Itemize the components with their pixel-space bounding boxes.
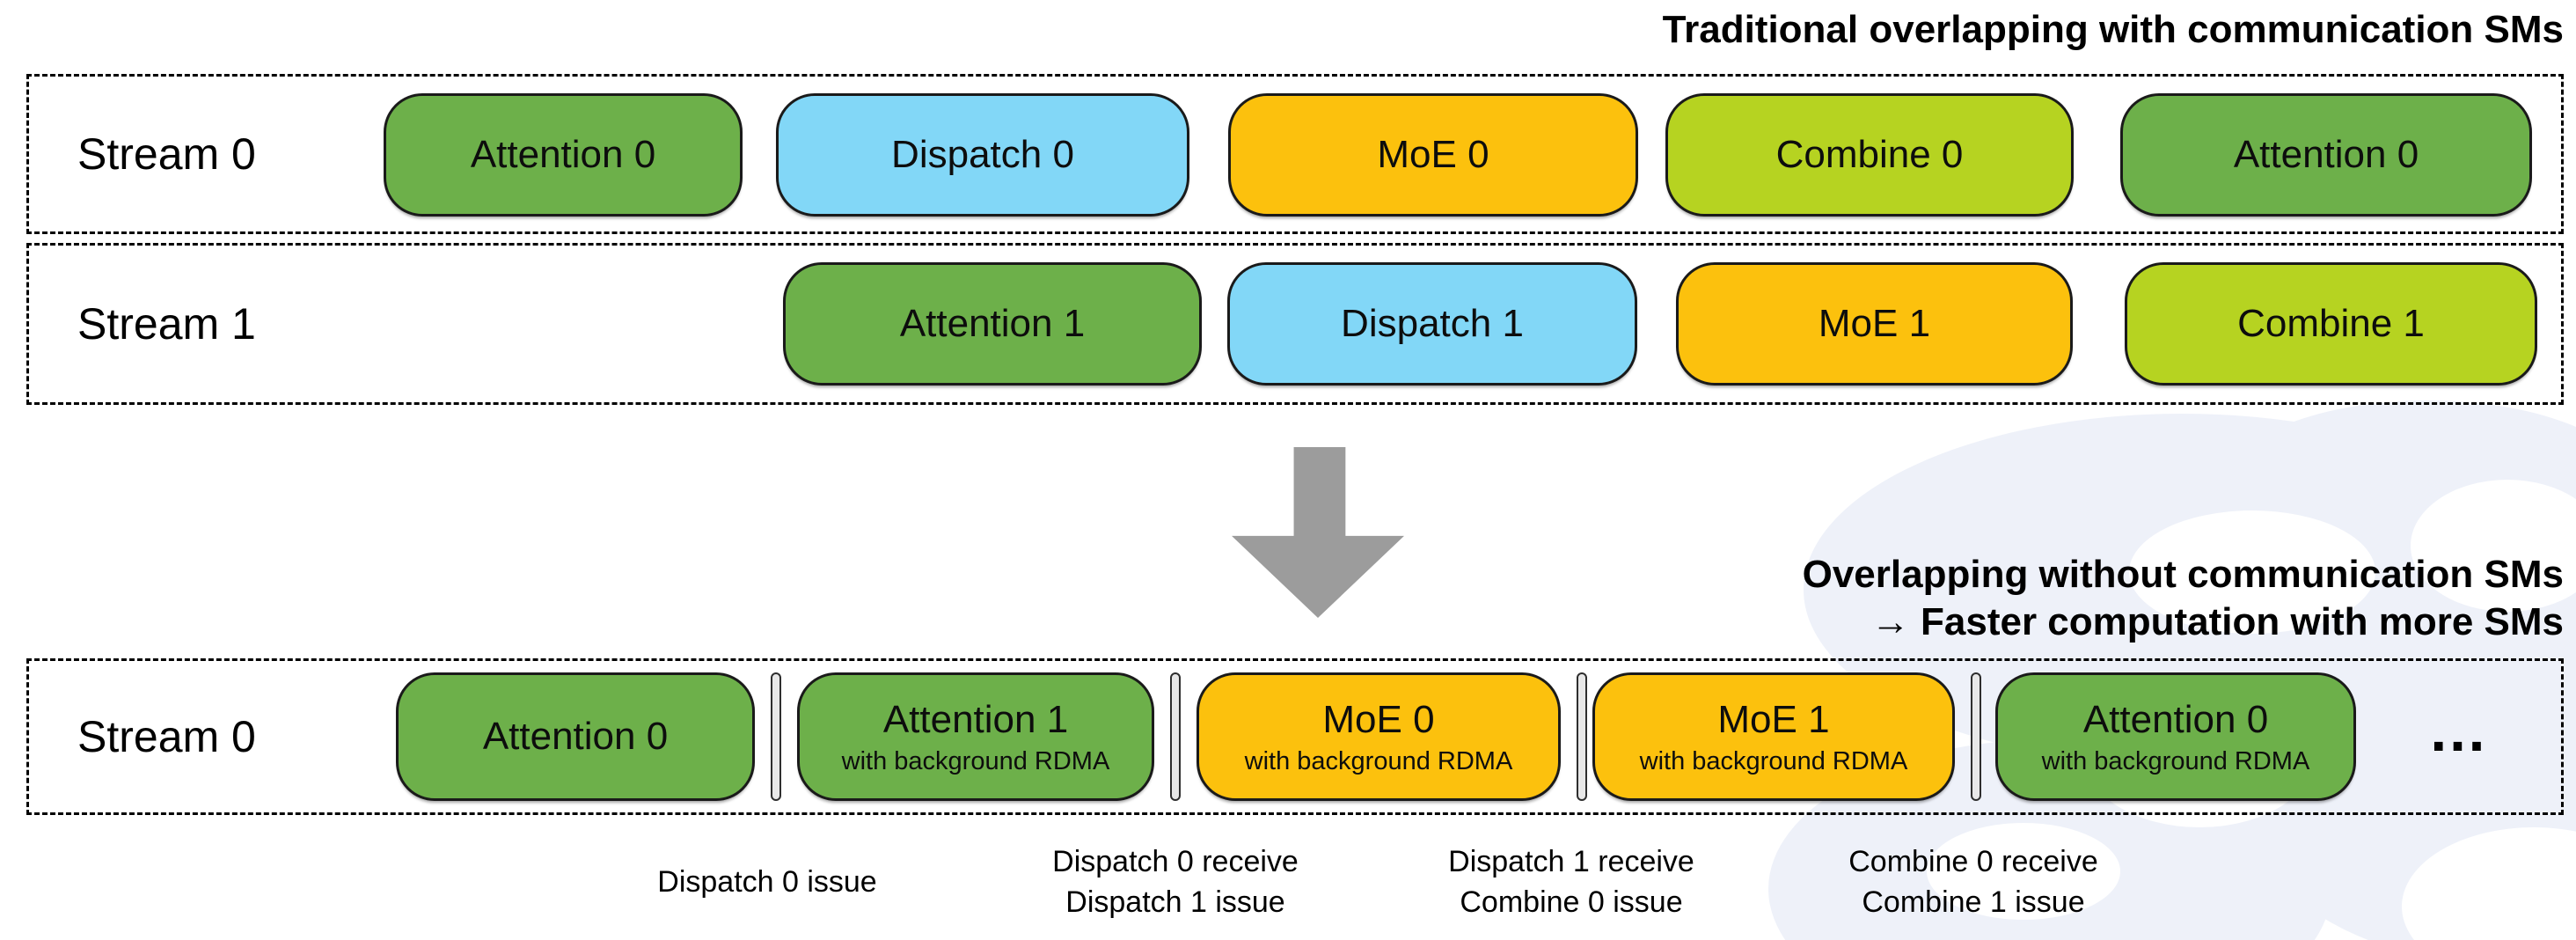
annotation-line: Combine 1 issue	[1862, 885, 2085, 919]
block-sublabel: with background RDMA	[2041, 746, 2310, 775]
stream0-top-track-box	[26, 74, 2564, 234]
block-sublabel: with background RDMA	[841, 746, 1110, 775]
block-label: Attention 1	[899, 302, 1086, 345]
block-label: MoE 1	[1717, 697, 1830, 741]
block-combine-0: Combine 0	[1665, 93, 2074, 217]
bottom-section-title: Overlapping without communication SMs → …	[1803, 551, 2564, 646]
block-dispatch-1: Dispatch 1	[1227, 262, 1637, 386]
bottom-title-line2: → Faster computation with more SMs	[1870, 600, 2564, 643]
bottom-title-line1: Overlapping without communication SMs	[1802, 553, 2564, 596]
block-attention-0: Attention 0 with background RDMA	[1995, 672, 2356, 801]
stream1-top-track-box	[26, 243, 2564, 405]
block-moe-1: MoE 1	[1676, 262, 2073, 386]
block-label: Combine 0	[1775, 133, 1964, 176]
stream-separator	[1971, 672, 1981, 801]
stream1-top-label: Stream 1	[77, 299, 256, 349]
annotation-line: Dispatch 0 issue	[657, 865, 877, 899]
block-attention-1: Attention 1 with background RDMA	[797, 672, 1154, 801]
down-arrow-icon	[1232, 447, 1404, 618]
block-attention-1: Attention 1	[783, 262, 1202, 386]
block-combine-1: Combine 1	[2125, 262, 2537, 386]
annotation-line: Combine 0 issue	[1460, 885, 1683, 919]
stream0-top-label: Stream 0	[77, 129, 256, 179]
annotation-line: Combine 0 receive	[1848, 845, 2098, 878]
annotation-line: Dispatch 1 receive	[1448, 845, 1694, 878]
stream0-bottom-label: Stream 0	[77, 712, 256, 761]
block-label: Dispatch 0	[891, 133, 1074, 176]
block-label: MoE 0	[1322, 697, 1435, 741]
block-label: Attention 0	[482, 715, 669, 758]
block-label: MoE 0	[1377, 133, 1489, 176]
block-sublabel: with background RDMA	[1639, 746, 1908, 775]
block-label: Attention 0	[2082, 697, 2269, 741]
block-moe-1: MoE 1 with background RDMA	[1592, 672, 1955, 801]
annotation-line: Dispatch 0 receive	[1052, 845, 1299, 878]
block-moe-0: MoE 0	[1228, 93, 1638, 217]
block-label: Attention 0	[470, 133, 656, 176]
block-attention-0: Attention 0	[2120, 93, 2532, 217]
stream0-bottom-track-box	[26, 658, 2564, 815]
block-label: Attention 1	[882, 697, 1069, 741]
stream-separator	[771, 672, 781, 801]
timeline-annotation: Dispatch 0 issue	[565, 836, 970, 928]
stream-separator	[1170, 672, 1181, 801]
block-label: MoE 1	[1818, 302, 1931, 345]
continuation-ellipsis: …	[2427, 697, 2492, 764]
block-label: Attention 0	[2233, 133, 2419, 176]
block-dispatch-0: Dispatch 0	[776, 93, 1189, 217]
block-attention-0: Attention 0	[384, 93, 743, 217]
block-attention-0: Attention 0	[396, 672, 755, 801]
block-label: Combine 1	[2237, 302, 2425, 345]
block-label: Dispatch 1	[1341, 302, 1524, 345]
block-sublabel: with background RDMA	[1244, 746, 1513, 775]
stream-separator	[1577, 672, 1587, 801]
annotation-line: Dispatch 1 issue	[1065, 885, 1285, 919]
block-moe-0: MoE 0 with background RDMA	[1197, 672, 1561, 801]
top-section-title: Traditional overlapping with communicati…	[1662, 8, 2564, 51]
